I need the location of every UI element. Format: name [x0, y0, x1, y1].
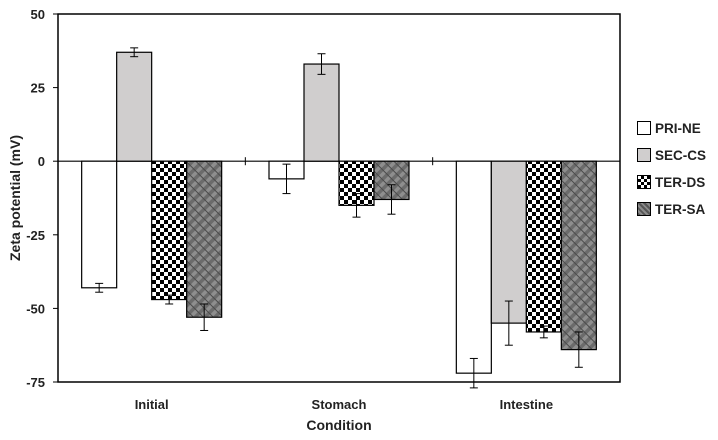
x-tick-label: Intestine: [500, 397, 553, 412]
bar-ter-sa-intestine: [560, 160, 597, 351]
plot-frame: [57, 13, 621, 383]
legend-swatch-sec-cs: [637, 148, 651, 162]
legend-swatch-pri-ne: [637, 121, 651, 135]
legend-swatch-ter-sa: [637, 202, 651, 216]
y-tick-label: -75: [26, 375, 45, 390]
y-tick-label: 25: [31, 81, 45, 96]
bar-pri-ne-initial: [81, 160, 118, 289]
legend-label-ter-sa: TER-SA: [655, 201, 706, 217]
bar-ter-sa-initial: [186, 160, 223, 318]
legend-label-ter-ds: TER-DS: [655, 174, 706, 190]
bar-pri-ne-intestine: [455, 160, 492, 374]
legend: PRI-NE SEC-CS TER-DS TER-SA: [637, 116, 717, 224]
x-tick-label: Initial: [135, 397, 169, 412]
legend-item-sec-cs: SEC-CS: [637, 143, 717, 167]
bar-ter-ds-intestine: [525, 160, 562, 333]
legend-label-pri-ne: PRI-NE: [655, 120, 701, 136]
bar-sec-cs-intestine: [490, 160, 527, 324]
legend-item-ter-sa: TER-SA: [637, 197, 717, 221]
x-axis-title: Condition: [306, 417, 371, 433]
y-tick-label: -50: [26, 301, 45, 316]
bar-sec-cs-stomach: [303, 63, 340, 162]
y-tick-label: 50: [31, 7, 45, 22]
bar-sec-cs-initial: [116, 51, 153, 162]
bar-ter-ds-initial: [151, 160, 188, 301]
legend-label-sec-cs: SEC-CS: [655, 147, 707, 163]
legend-swatch-ter-ds: [637, 175, 651, 189]
y-axis-title: Zeta potential (mV): [7, 135, 23, 261]
legend-item-ter-ds: TER-DS: [637, 170, 717, 194]
y-tick-label: 0: [38, 154, 45, 169]
x-tick-label: Stomach: [312, 397, 367, 412]
y-tick-label: -25: [26, 228, 45, 243]
legend-item-pri-ne: PRI-NE: [637, 116, 717, 140]
